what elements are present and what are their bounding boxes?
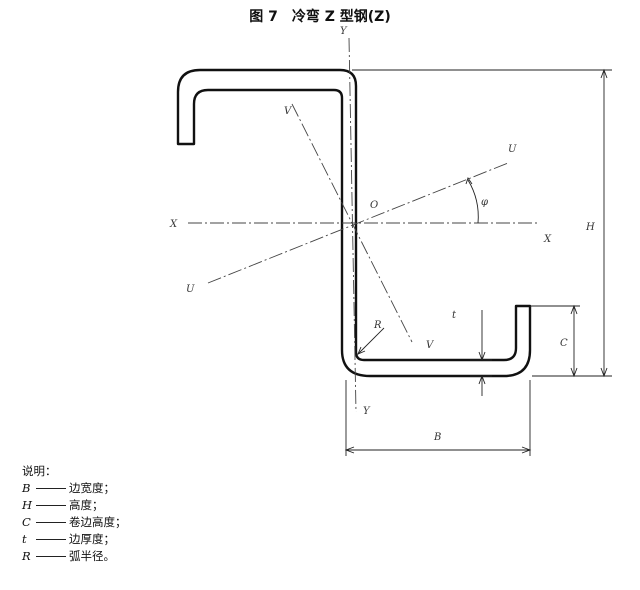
- legend-text: 弧半径。: [69, 549, 115, 563]
- legend-item-r: R 弧半径。: [22, 548, 127, 565]
- legend-symbol: H: [22, 498, 33, 512]
- figure-title: 图 7 冷弯 Z 型钢(Z): [249, 9, 391, 25]
- radius-r-line: [357, 327, 385, 355]
- label-u-top: U: [508, 144, 517, 155]
- legend-symbol: R: [22, 549, 31, 563]
- legend-text: 边厚度；: [69, 532, 115, 546]
- label-x-left: X: [169, 219, 178, 230]
- label-r: R: [373, 320, 382, 331]
- label-v-top: V: [284, 106, 293, 117]
- label-h: H: [585, 222, 595, 233]
- legend-item-c: C 卷边高度；: [22, 514, 127, 531]
- label-u-bottom: U: [186, 284, 195, 295]
- label-y-top: Y: [340, 26, 348, 37]
- legend-text: 卷边高度；: [69, 515, 127, 529]
- phi-arc: [467, 179, 479, 224]
- legend-symbol: C: [22, 515, 31, 529]
- legend-symbol: t: [22, 532, 27, 546]
- legend-symbol: B: [22, 481, 31, 495]
- label-t: t: [452, 310, 457, 321]
- label-x-right: X: [543, 234, 552, 245]
- legend-item-h: H 高度；: [22, 497, 127, 514]
- label-origin: O: [370, 200, 378, 211]
- label-c: C: [560, 338, 568, 349]
- legend-heading: 说明：: [22, 464, 57, 478]
- legend-text: 边宽度；: [69, 481, 115, 495]
- legend-item-t: t 边厚度；: [22, 531, 127, 548]
- u-axis: [207, 162, 509, 284]
- phi-arrow: [465, 176, 473, 185]
- legend-item-b: B 边宽度；: [22, 480, 127, 497]
- legend: 说明： B 边宽度； H 高度； C 卷边高度； t 边厚度； R 弧半径。: [22, 463, 127, 565]
- legend-text: 高度；: [69, 498, 104, 512]
- label-y-bottom: Y: [363, 406, 371, 417]
- label-v-bottom: V: [426, 340, 435, 351]
- label-phi: φ: [481, 197, 488, 208]
- v-axis: [291, 103, 413, 343]
- label-b: B: [433, 432, 441, 443]
